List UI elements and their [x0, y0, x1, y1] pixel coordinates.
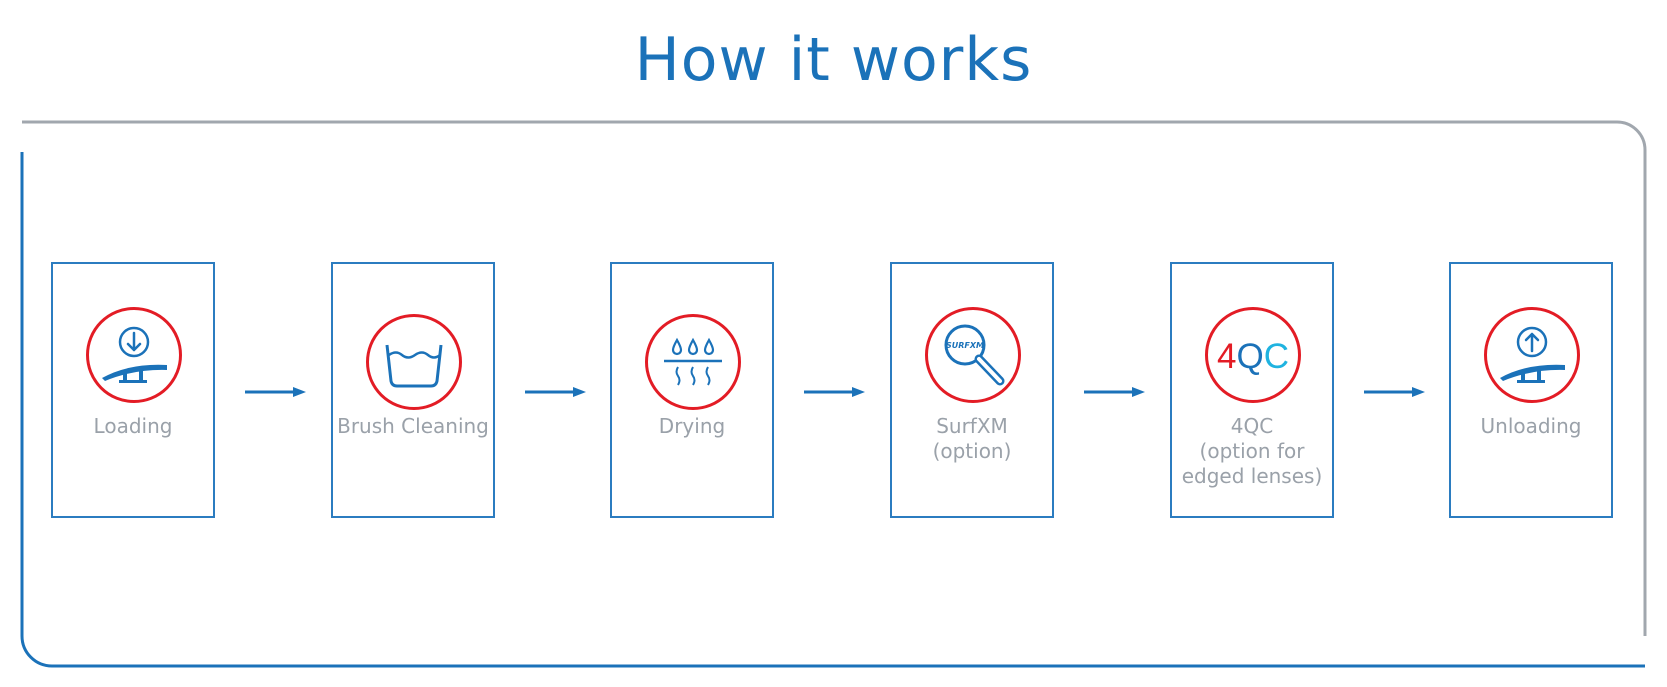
step-label: Drying	[658, 414, 726, 438]
step-icon-circle	[366, 314, 462, 410]
step-icon-circle	[1484, 307, 1580, 403]
unloading-icon	[1500, 326, 1565, 383]
step-icon-circle: SURFXM	[925, 307, 1021, 403]
arrow-right-icon	[1364, 387, 1425, 397]
step-label: Loading	[93, 414, 173, 438]
arrow-right-icon	[245, 387, 306, 397]
4qc-logo-icon: 4QC	[1217, 337, 1289, 376]
svg-text:SURFXM: SURFXM	[946, 341, 984, 350]
arrow-right-icon	[804, 387, 865, 397]
diagram-title: How it works	[634, 25, 1033, 95]
arrow-right-icon	[525, 387, 586, 397]
frame-bottom-blue-line	[20, 152, 1645, 668]
step-surfxm: SURFXM SurfXM (option)	[890, 262, 1054, 518]
svg-text:4QC: 4QC	[1217, 337, 1289, 376]
frame-top-gray-line	[22, 120, 1647, 636]
magnifier-icon: SURFXM	[944, 324, 1005, 386]
step-label: SurfXM (option)	[932, 414, 1012, 463]
arrow-right-icon	[1084, 387, 1145, 397]
loading-icon	[102, 326, 167, 383]
drying-icon	[664, 337, 722, 386]
step-icon-circle	[645, 314, 741, 410]
step-drying: Drying	[610, 262, 774, 518]
step-unloading: Unloading	[1449, 262, 1613, 518]
step-loading: Loading	[51, 262, 215, 518]
step-icon-circle: 4QC	[1205, 307, 1301, 403]
wash-basin-icon	[385, 344, 443, 388]
step-label: Unloading	[1480, 414, 1582, 438]
step-label: 4QC (option for edged lenses)	[1181, 414, 1323, 488]
step-brush-cleaning: Brush Cleaning	[331, 262, 495, 518]
step-4qc: 4QC 4QC (option for edged lenses)	[1170, 262, 1334, 518]
step-label: Brush Cleaning	[337, 414, 489, 438]
step-icon-circle	[86, 307, 182, 403]
